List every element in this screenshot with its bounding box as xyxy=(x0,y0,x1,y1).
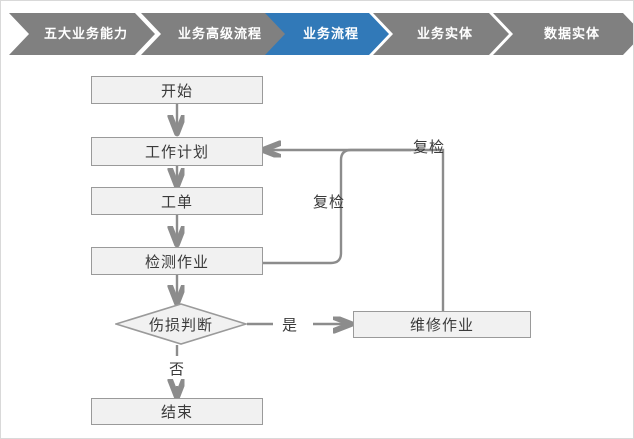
breadcrumb-item-5[interactable]: 数据实体 xyxy=(493,13,634,55)
breadcrumb-item-2[interactable]: 业务高级流程 xyxy=(141,13,291,55)
edge-label-yes: 是 xyxy=(282,316,299,334)
node-inspection-task-label: 检测作业 xyxy=(144,252,209,271)
edge-label-no: 否 xyxy=(169,360,186,378)
node-work-plan-label: 工作计划 xyxy=(144,143,209,161)
node-start-label: 开始 xyxy=(160,81,193,100)
node-inspection-task[interactable]: 检测作业 xyxy=(91,247,263,275)
breadcrumb-item-4[interactable]: 业务实体 xyxy=(373,13,509,55)
node-end-label: 结束 xyxy=(160,403,193,421)
breadcrumb-item-1-label: 五大业务能力 xyxy=(43,26,128,42)
breadcrumb-item-5-label: 数据实体 xyxy=(543,26,600,42)
node-work-order-label: 工单 xyxy=(160,192,193,211)
breadcrumb-item-2-label: 业务高级流程 xyxy=(177,26,262,42)
node-damage-decision[interactable]: 伤损判断 xyxy=(115,303,247,345)
breadcrumb-item-3-active[interactable]: 业务流程 xyxy=(265,13,389,55)
breadcrumb-item-4-label: 业务实体 xyxy=(416,26,473,42)
edge-repair-recheck-to-plan xyxy=(263,150,445,312)
diamond-shape xyxy=(115,303,247,345)
breadcrumb-item-1[interactable]: 五大业务能力 xyxy=(9,13,155,55)
node-end[interactable]: 结束 xyxy=(91,398,263,425)
breadcrumb-item-3-label: 业务流程 xyxy=(302,26,359,42)
breadcrumb: 五大业务能力 业务高级流程 业务流程 业务实体 数据实体 xyxy=(1,13,634,55)
node-work-plan[interactable]: 工作计划 xyxy=(91,137,263,166)
node-start[interactable]: 开始 xyxy=(91,76,263,104)
edge-label-recheck-outer: 复检 xyxy=(413,138,446,156)
edge-label-recheck-inner: 复检 xyxy=(313,193,346,211)
node-repair-task[interactable]: 维修作业 xyxy=(353,311,531,338)
node-repair-task-label: 维修作业 xyxy=(409,316,474,334)
node-damage-decision-label: 伤损判断 xyxy=(148,315,213,334)
node-work-order[interactable]: 工单 xyxy=(91,187,263,215)
